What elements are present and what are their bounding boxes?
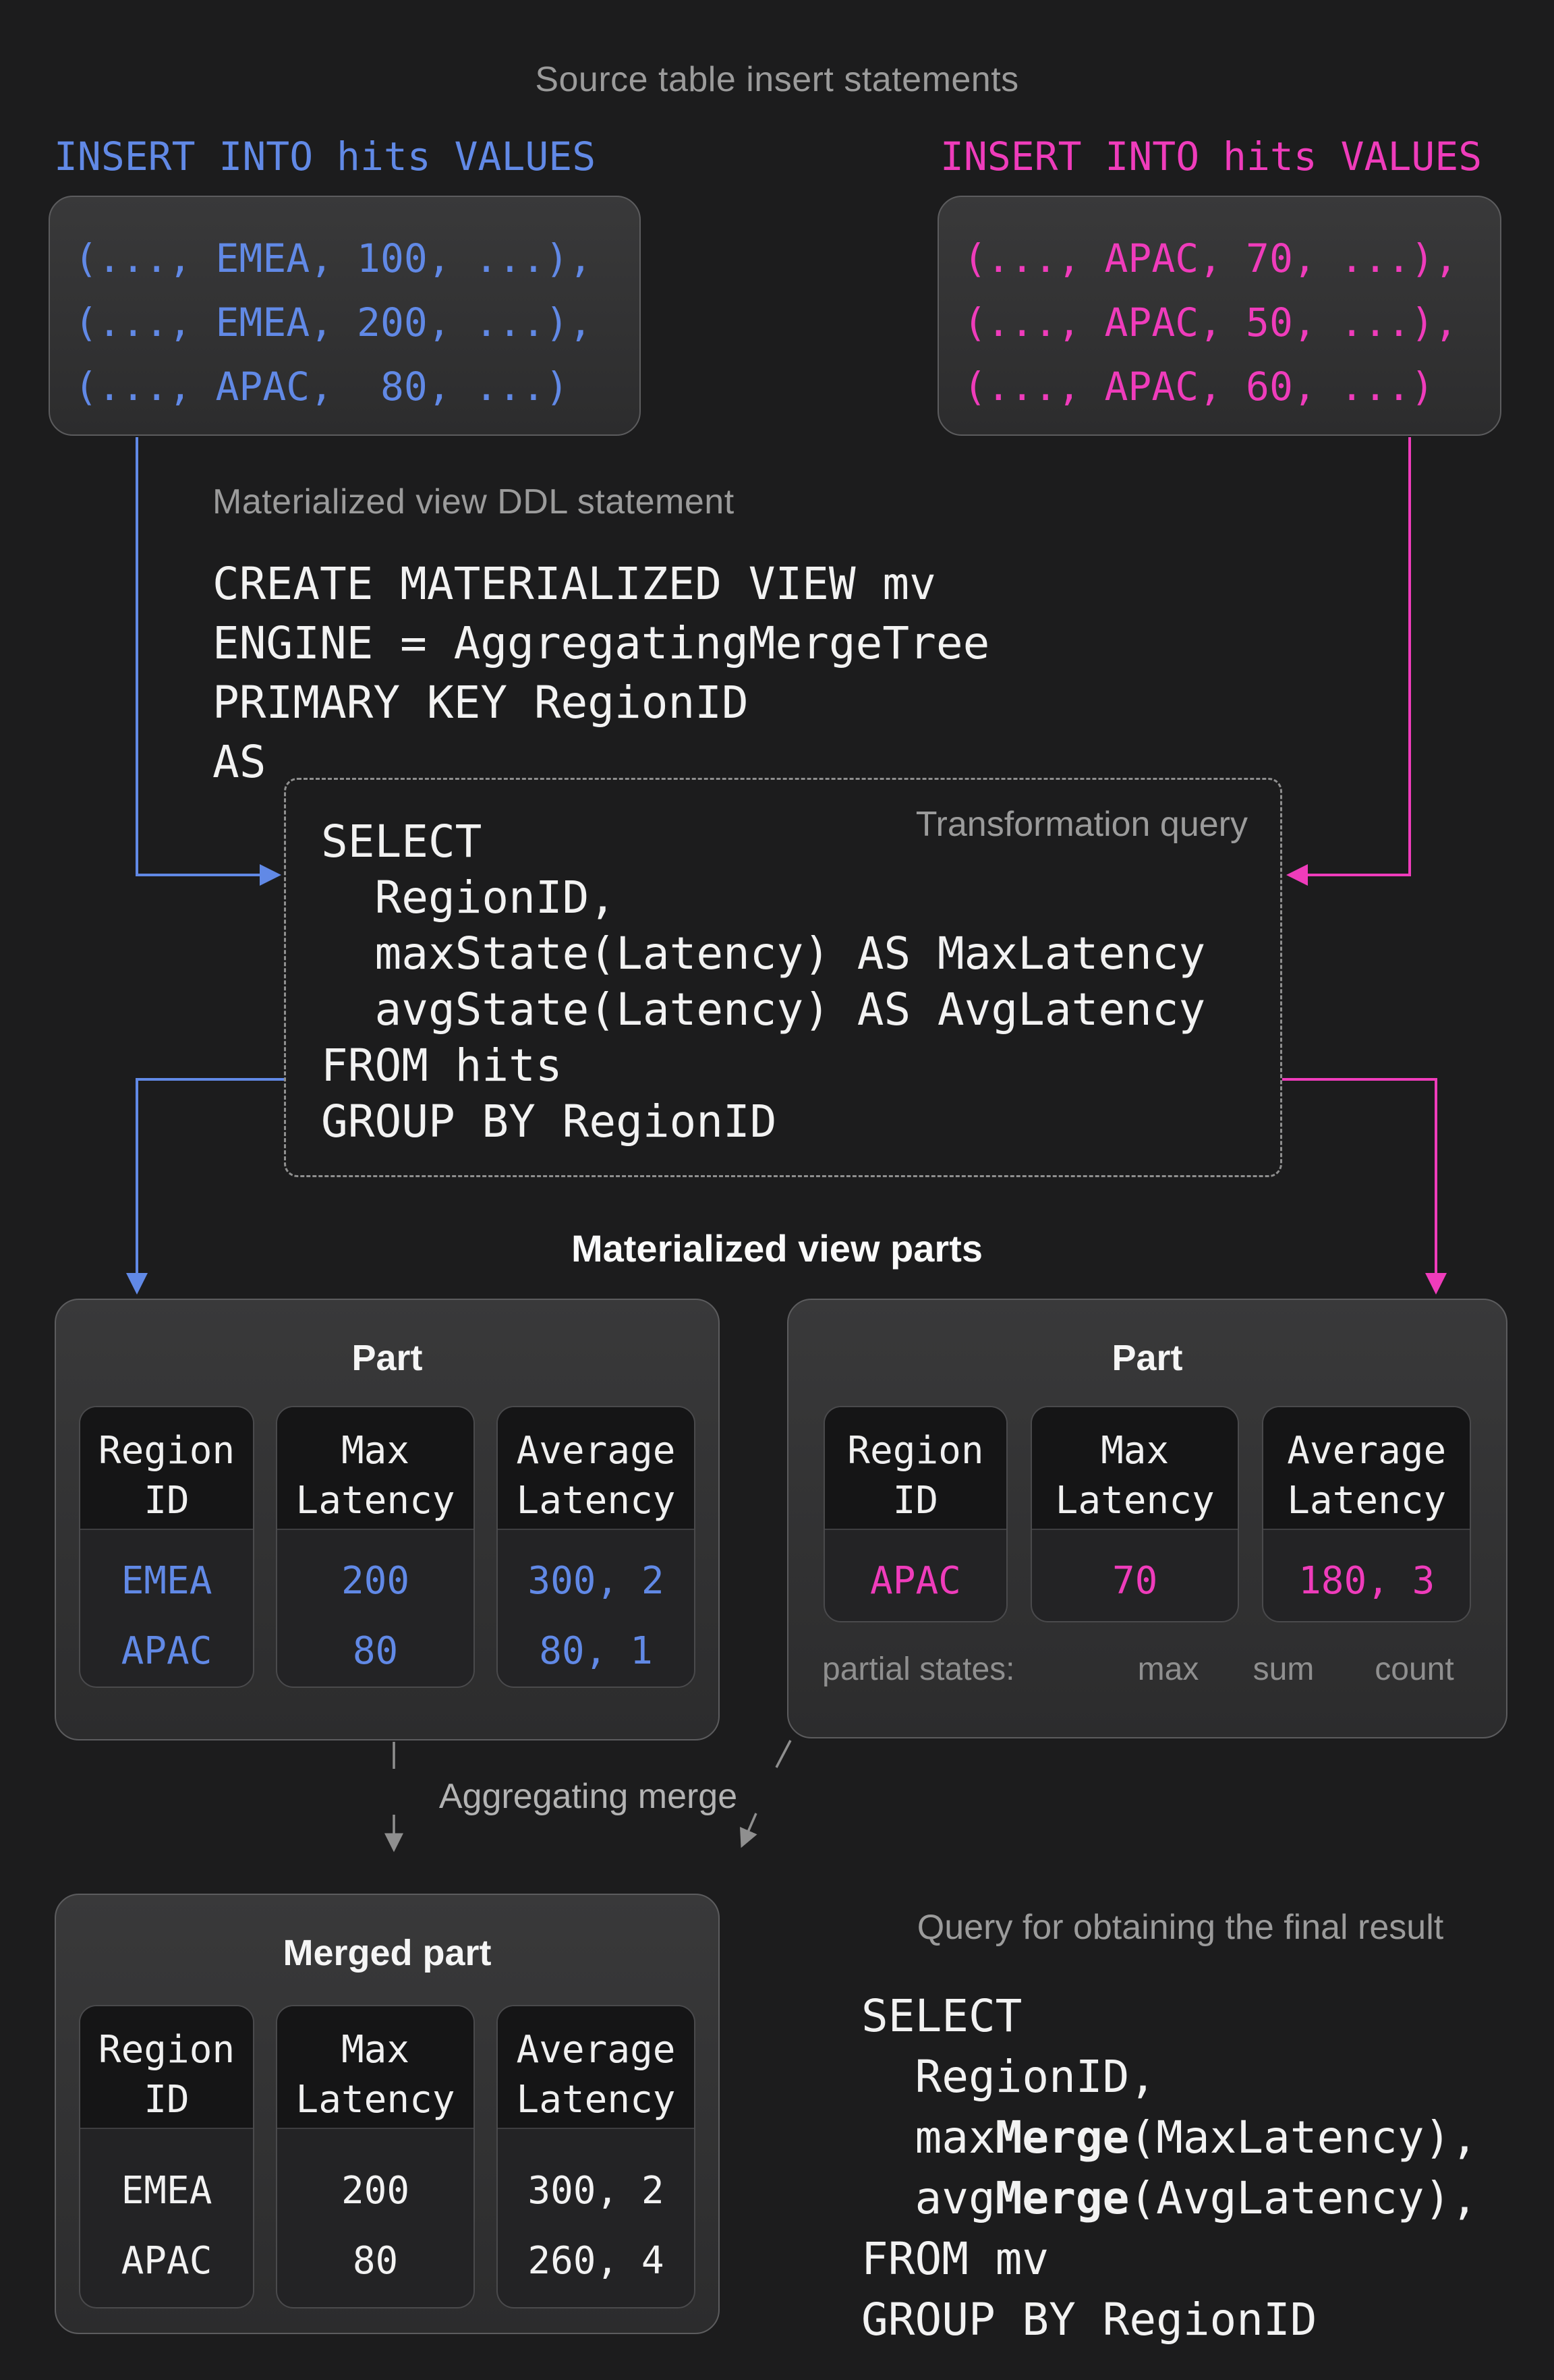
part-cell-value: 70 [1112, 1559, 1158, 1603]
code-line: avgState(Latency) AS AvgLatency [374, 984, 1206, 1036]
part-cell-value: APAC [121, 2239, 212, 2283]
part-cell-value: APAC [870, 1559, 961, 1603]
transformation-query-label: Transformation query [915, 805, 1248, 844]
code-line: (..., EMEA, 200, ...), [74, 300, 593, 345]
part-cell-value: 80 [352, 1629, 399, 1673]
code-line: FROM hits [321, 1040, 563, 1092]
code-line: (..., APAC, 50, ...), [963, 300, 1458, 345]
ddl-code-block: CREATE MATERIALIZED VIEW mv ENGINE = Aggr… [212, 555, 989, 792]
code-line: RegionID, [915, 2051, 1157, 2103]
code-line: avgMerge(AvgLatency), [915, 2172, 1478, 2224]
code-line: (..., APAC, 80, ...) [74, 364, 569, 409]
code-line: (..., APAC, 60, ...) [963, 364, 1435, 409]
code-line: GROUP BY RegionID [861, 2294, 1317, 2346]
partial-state-max: max [1137, 1651, 1199, 1687]
part-cell-value: EMEA [121, 2169, 212, 2213]
part-cell-value: 300, 2 [527, 2169, 664, 2213]
code-line: ENGINE = AggregatingMergeTree [212, 617, 990, 669]
merge-arrow-right-lower [739, 1813, 757, 1848]
code-line: GROUP BY RegionID [321, 1096, 777, 1148]
part-cell-value: 200 [341, 2169, 410, 2213]
part-column-values: EMEA APAC [80, 2129, 253, 2296]
partial-state-sum: sum [1253, 1651, 1315, 1687]
part-column-values: 200 80 [277, 2129, 473, 2296]
merged-part-title: Merged part [283, 1933, 492, 1973]
partial-states-label: partial states: [822, 1651, 1015, 1687]
final-result-query-label: Query for obtaining the final result [917, 1908, 1444, 1947]
part-cell-value: 300, 2 [527, 1559, 664, 1603]
part-column-values: 200 80 [277, 1530, 473, 1687]
part-cell-value: APAC [121, 1629, 212, 1673]
part-column-values: 300, 2 80, 1 [498, 1530, 694, 1687]
part-column-values: 180, 3 [1263, 1530, 1470, 1616]
part-cell-value: 180, 3 [1298, 1559, 1435, 1603]
aggregating-merge-label: Aggregating merge [438, 1777, 738, 1816]
part-box-left-title: Part [351, 1338, 423, 1378]
merge-arrow-right-upper [775, 1740, 792, 1768]
final-result-query-code: SELECT RegionID, maxMerge(MaxLatency), avgM… [861, 1986, 1478, 2350]
code-line: maxState(Latency) AS MaxLatency [374, 928, 1206, 980]
part-column-values: APAC [825, 1530, 1006, 1616]
ddl-statement-label: Materialized view DDL statement [212, 482, 735, 521]
magenta-insert-to-query-arrow [1286, 437, 1411, 886]
part-column-values: 70 [1032, 1530, 1238, 1616]
part-cell-value: 80, 1 [539, 1629, 653, 1673]
code-line: SELECT [321, 816, 482, 868]
part-box-right-title: Part [1112, 1338, 1183, 1378]
section-title-source-inserts: Source table insert statements [535, 60, 1019, 99]
code-line: SELECT [861, 1990, 1023, 2042]
code-line: CREATE MATERIALIZED VIEW mv [212, 558, 936, 610]
part-cell-value: 80 [352, 2239, 399, 2283]
partial-state-count: count [1375, 1651, 1454, 1687]
code-line: maxMerge(MaxLatency), [915, 2112, 1478, 2163]
part-column-values: EMEA APAC [80, 1530, 253, 1687]
partial-states-annotation: partial states: max sum count [788, 1651, 1506, 1691]
code-line: (..., EMEA, 100, ...), [74, 235, 593, 281]
code-line: AS [212, 736, 266, 788]
insert-values-box-right: (..., APAC, 70, ...), (..., APAC, 50, ...… [938, 196, 1501, 436]
code-line: (..., APAC, 70, ...), [963, 235, 1458, 281]
part-cell-value: EMEA [121, 1559, 212, 1603]
insert-statement-left-label: INSERT INTO hits VALUES [54, 134, 596, 179]
part-column-values: 300, 2 260, 4 [498, 2129, 694, 2296]
section-title-materialized-view-parts: Materialized view parts [571, 1227, 983, 1270]
code-line: RegionID, [374, 872, 616, 924]
insert-values-box-left: (..., EMEA, 100, ...), (..., EMEA, 200, .… [49, 196, 641, 436]
code-line: PRIMARY KEY RegionID [212, 677, 749, 729]
part-cell-value: 260, 4 [527, 2239, 664, 2283]
part-cell-value: 200 [341, 1559, 410, 1603]
code-line: FROM mv [861, 2233, 1049, 2285]
insert-statement-right-label: INSERT INTO hits VALUES [940, 134, 1483, 179]
